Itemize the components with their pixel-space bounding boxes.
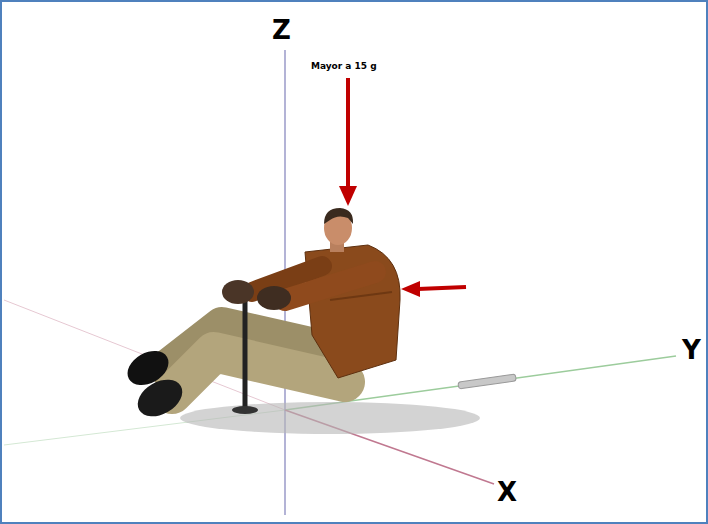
arrowhead [339,186,357,206]
axis-label: Z [272,16,291,45]
force-arrow [418,287,466,289]
arrowhead [401,281,420,297]
glove [222,280,254,304]
hair [324,208,353,224]
glove [257,286,291,310]
shoe [131,372,189,424]
axis-label: X [497,478,517,507]
arm [285,272,375,300]
leg [172,352,345,394]
axis-object [458,374,516,389]
axis-label: Y [682,336,701,365]
shadow [180,402,480,434]
stick-base [232,406,258,414]
force-label: Mayor a 15 g [311,62,377,72]
control-stick [243,288,248,408]
force-arrow [346,78,350,188]
